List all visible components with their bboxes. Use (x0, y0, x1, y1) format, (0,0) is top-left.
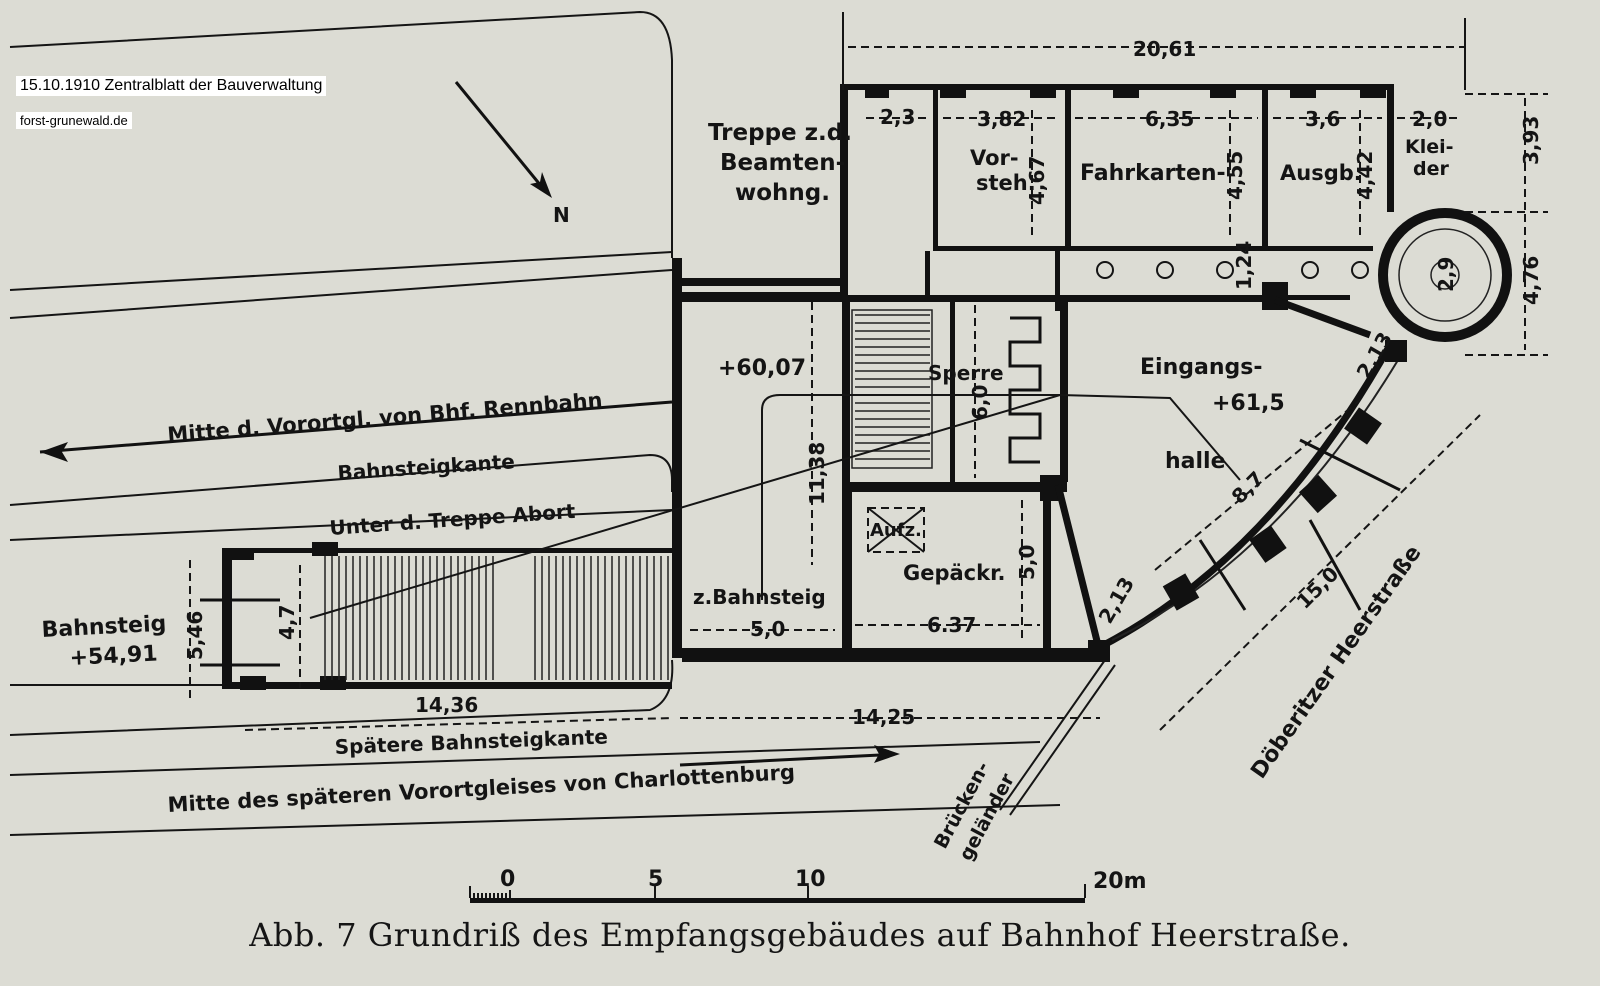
figure-caption: Abb. 7 Grundriß des Empfangsgebäudes auf… (249, 916, 1351, 954)
label-sperre: Sperre (928, 361, 1004, 385)
label-abort: Unter d. Treppe Abort (329, 499, 577, 540)
label-treppe-1: Treppe z.d. (708, 120, 852, 146)
dim-3-93: 3,93 (1519, 116, 1543, 165)
scale-bar: 0 5 10 20m (469, 867, 1147, 903)
scale-5: 5 (648, 867, 663, 892)
north-label: N (553, 203, 570, 227)
fixtures (867, 261, 1369, 553)
level-platform: +54,91 (69, 641, 158, 671)
dim-6-37: 6.37 (927, 613, 976, 637)
source-label: 15.10.1910 Zentralblatt der Bauverwaltun… (16, 76, 327, 96)
dim-14-36: 14,36 (415, 693, 478, 717)
label-spaetere-kante: Spätere Bahnsteigkante (334, 725, 608, 759)
dim-4-76: 4,76 (1519, 256, 1543, 305)
dim-2-3: 2,3 (880, 105, 915, 129)
dim-4-42: 4,42 (1353, 151, 1377, 200)
label-fahrkarten: Fahrkarten- (1080, 161, 1226, 186)
line-labels: Mitte d. Vorortgl. von Bhf. Rennbahn Bah… (166, 388, 1426, 864)
dim-14-25: 14,25 (852, 705, 915, 729)
dim-4-67: 4,67 (1025, 156, 1049, 205)
label-kleider-2: der (1413, 158, 1449, 180)
label-kante: Bahnsteigkante (337, 449, 516, 485)
label-kleider-1: Klei- (1405, 136, 1454, 158)
level-upper: +60,07 (718, 356, 806, 381)
label-halle: halle (1165, 449, 1226, 474)
site-label: forst-grunewald.de (16, 112, 132, 129)
dim-total-width: 20,61 (1133, 37, 1196, 61)
dim-1-24: 1,24 (1232, 241, 1256, 290)
dim-6-35: 6,35 (1145, 107, 1194, 131)
dim-2-9: 2,9 (1434, 257, 1458, 292)
dim-3-82: 3,82 (977, 107, 1026, 131)
level-hall: +61,5 (1212, 391, 1285, 416)
dim-6-0: 6,0 (968, 385, 992, 420)
dim-5-46: 5,46 (183, 611, 207, 660)
scale-0: 0 (500, 867, 515, 892)
scale-10: 10 (795, 867, 826, 892)
label-rennbahn: Mitte d. Vorortgl. von Bhf. Rennbahn (166, 388, 603, 447)
label-treppe-2: Beamten- (720, 150, 845, 176)
dim-5-0-bahnsteig: 5,0 (750, 617, 785, 641)
label-z-bahnsteig: z.Bahnsteig (693, 585, 826, 609)
dim-2-13-lower: 2,13 (1094, 573, 1139, 628)
dim-2-0: 2,0 (1412, 107, 1447, 131)
label-bahnsteig: Bahnsteig (41, 611, 167, 642)
label-vorsteh-1: Vor- (970, 146, 1019, 170)
label-treppe-3: wohng. (735, 180, 830, 206)
label-ausgb: Ausgb. (1280, 161, 1362, 185)
dim-3-6: 3,6 (1305, 107, 1340, 131)
label-vorsteh-2: steh. (976, 171, 1036, 195)
dim-4-7: 4,7 (275, 605, 299, 640)
dimension-lines (189, 12, 1548, 731)
label-aufz: Aufz. (870, 520, 922, 541)
building-walls (222, 84, 1512, 690)
label-charlottenburg: Mitte des späteren Vorortgleises von Cha… (167, 760, 796, 817)
label-gepaeck: Gepäckr. (903, 561, 1005, 585)
north-arrow: N (454, 81, 570, 227)
scale-20: 20m (1093, 869, 1147, 894)
label-eingang: Eingangs- (1140, 355, 1262, 380)
dim-4-55: 4,55 (1223, 151, 1247, 200)
level-labels: +60,07 +61,5 +54,91 (69, 356, 1285, 671)
dim-15-0: 15,0 (1292, 562, 1344, 614)
dim-11-38: 11,38 (805, 442, 829, 505)
stairs (324, 309, 933, 680)
dim-5-0-gepaeck: 5,0 (1015, 545, 1039, 580)
